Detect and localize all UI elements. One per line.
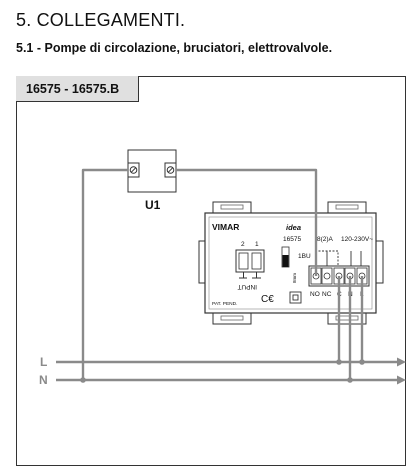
device-16575: VIMAR idea 16575 2 1 INPUT 8mm 8(2)A 120… [198,201,384,325]
figure-tab [16,76,139,102]
terminal-label-nc: NC [322,291,332,298]
figure-frame [16,76,406,466]
device-code: 16575 [283,236,301,243]
device-brand: VIMAR [212,222,239,232]
input-number-1: 1 [255,241,259,248]
ce-mark: C€ [261,294,274,305]
double-insulation-mark [289,291,302,304]
device-series: idea [286,223,301,232]
line-n-arrow [397,375,406,385]
strip-length-label: 8mm [292,273,297,283]
load-terminal-right [164,162,177,178]
input-number-2: 2 [241,241,245,248]
line-label-l: L [40,355,47,369]
model-label: 16575 - 16575.B [26,82,120,96]
junction-l-l [359,359,365,365]
relay-rating: 8(2)A [317,236,334,243]
line-l-arrow [397,357,406,367]
terminal-screw-nc [321,267,333,285]
patent-label: PAT. PEND. [212,301,237,307]
section-subtitle: 5.1 - Pompe di circolazione, bruciatori,… [16,41,333,55]
line-label-n: N [39,373,48,387]
junction-n-n [347,377,353,383]
junction-n-load [80,377,86,383]
load-u1: U1 [127,149,177,212]
junction-dots [80,359,365,383]
load-terminal-left [127,162,140,178]
input-label: INPUT [237,283,257,290]
input-terminal-block: 2 1 INPUT [235,241,265,290]
terminal-label-no: NO [310,291,320,298]
section-title: 5. COLLEGAMENTI. [16,10,186,30]
wire-load-to-no [176,168,318,276]
strip-length-gauge: 8mm [281,246,297,283]
load-label: U1 [145,198,161,212]
relay-label: 1BU [298,253,311,260]
wire-load-to-n [81,168,128,380]
junction-l-c [336,359,342,365]
supply-rating: 120-230V~ [341,236,373,243]
